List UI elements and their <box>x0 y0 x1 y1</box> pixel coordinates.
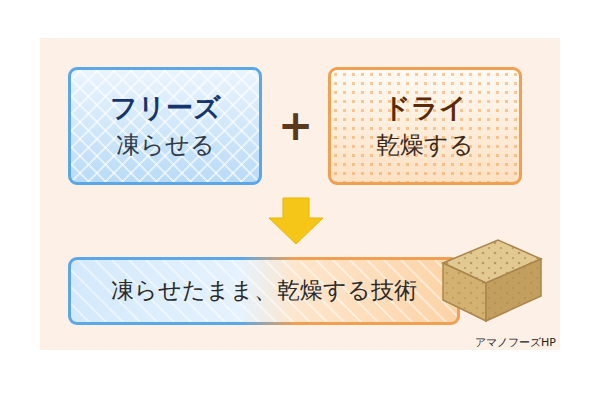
node-heading: ドライ <box>383 92 467 124</box>
node-text: 凍らせる <box>116 131 215 160</box>
source-note: アマノフーズHP <box>475 337 556 348</box>
node-text: 乾燥する <box>376 131 474 160</box>
node-heading: フリーズ <box>110 92 221 124</box>
process-box: フリーズ凍らせる <box>68 67 262 185</box>
result-band: 凍らせたまま、乾燥する技術 <box>68 257 460 325</box>
plus-sign: + <box>278 105 313 147</box>
node-text: 凍らせたまま、乾燥する技術 <box>111 277 417 305</box>
process-box: ドライ乾燥する <box>328 67 522 185</box>
